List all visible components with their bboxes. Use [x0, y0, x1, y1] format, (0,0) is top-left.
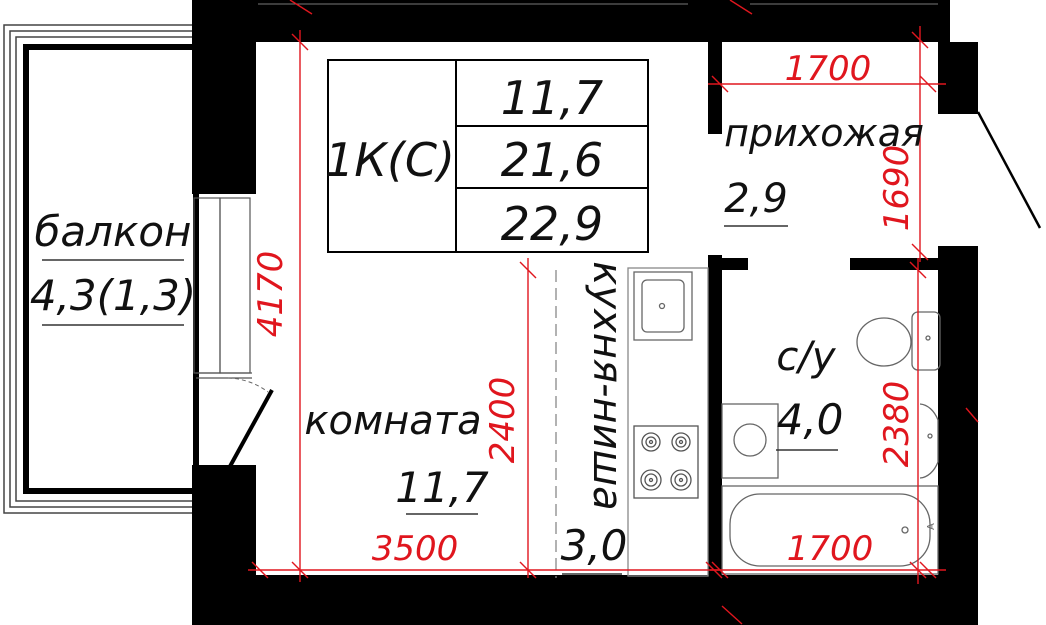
walls: [192, 0, 978, 625]
hallway-name: прихожая: [724, 111, 924, 155]
hallway-area: 2,9: [724, 176, 788, 222]
dim-kitchen-length: 2400: [483, 377, 523, 464]
dim-room-height: 4170: [251, 251, 291, 338]
dimension-lines: [248, 0, 979, 625]
balcony: [3, 24, 199, 514]
kitchen-name: кухня-ниша: [584, 261, 630, 510]
toilet-icon: [856, 311, 941, 371]
washbasin-icon: [721, 403, 939, 479]
window-icon: [193, 197, 252, 379]
table-value-3: 22,9: [501, 197, 603, 251]
bathroom-name: с/у: [776, 334, 836, 380]
bathtub-icon: A: [721, 485, 939, 575]
bathroom-area: 4,0: [777, 395, 844, 444]
dim-hallway-length: 1690: [877, 145, 917, 232]
svg-text:A: A: [926, 523, 937, 530]
table-value-2: 21,6: [501, 133, 603, 187]
balcony-name: балкон: [34, 207, 191, 256]
room-name: комната: [304, 398, 481, 444]
room-area: 11,7: [395, 463, 489, 512]
room-label: комната 11,7: [304, 398, 489, 515]
kitchen-area: 3,0: [561, 521, 628, 570]
kitchen-counter: [555, 267, 709, 578]
stove-icon: [633, 425, 699, 499]
dim-bath-width: 1700: [787, 529, 874, 569]
balcony-label: балкон 4,3(1,3): [30, 207, 196, 320]
door-swing-icon: [226, 377, 274, 471]
kitchen-label: кухня-ниша 3,0: [561, 261, 630, 575]
apartment-type: 1К(С): [325, 133, 455, 187]
dim-room-width: 3500: [372, 529, 459, 569]
summary-table: 1К(С) 11,7 21,6 22,9: [325, 59, 649, 253]
dim-hallway-width: 1700: [785, 49, 872, 89]
hallway-label: прихожая 2,9: [724, 111, 924, 227]
bathroom-label: с/у 4,0: [776, 334, 844, 451]
entrance-door-icon: [976, 111, 1042, 229]
dim-bath-length: 2380: [877, 381, 917, 468]
balcony-area: 4,3(1,3): [30, 271, 196, 320]
table-value-1: 11,7: [501, 71, 603, 125]
sink-icon: [633, 271, 693, 341]
